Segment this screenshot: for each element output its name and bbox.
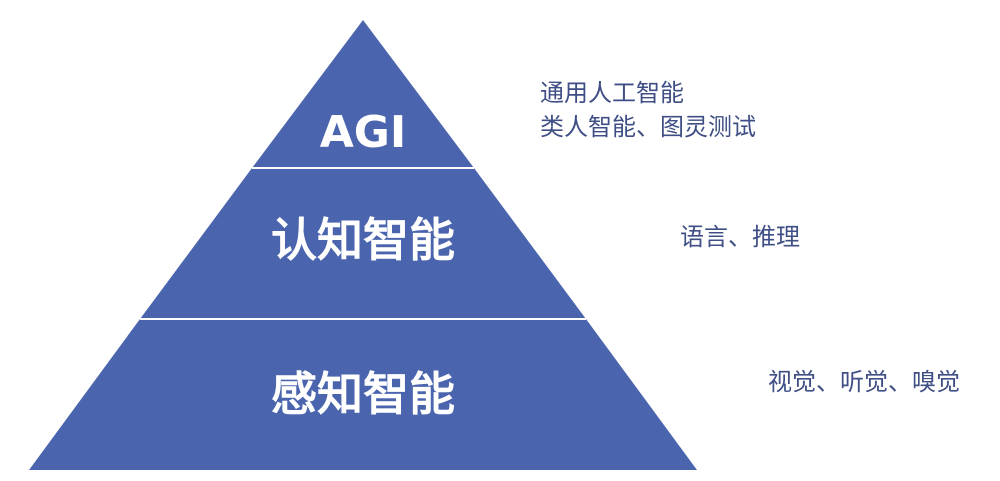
pyramid-tier-bottom xyxy=(29,319,697,470)
cognitive-description-line-1: 语言、推理 xyxy=(680,223,800,251)
perceptual-description-line-1: 视觉、听觉、嗅觉 xyxy=(768,368,960,396)
tier-label-perceptual: 感知智能 xyxy=(271,367,455,421)
tier-label-agi: AGI xyxy=(319,107,407,158)
tier-label-cognitive: 认知智能 xyxy=(271,213,455,267)
agi-description: 通用人工智能 类人智能、图灵测试 xyxy=(540,76,756,144)
pyramid-tier-middle xyxy=(140,168,586,319)
agi-description-line-1: 通用人工智能 xyxy=(540,79,684,107)
agi-description-line-2: 类人智能、图灵测试 xyxy=(540,113,756,141)
pyramid-tier-top xyxy=(252,20,474,168)
cognitive-description: 语言、推理 xyxy=(680,220,800,254)
perceptual-description: 视觉、听觉、嗅觉 xyxy=(768,365,960,399)
